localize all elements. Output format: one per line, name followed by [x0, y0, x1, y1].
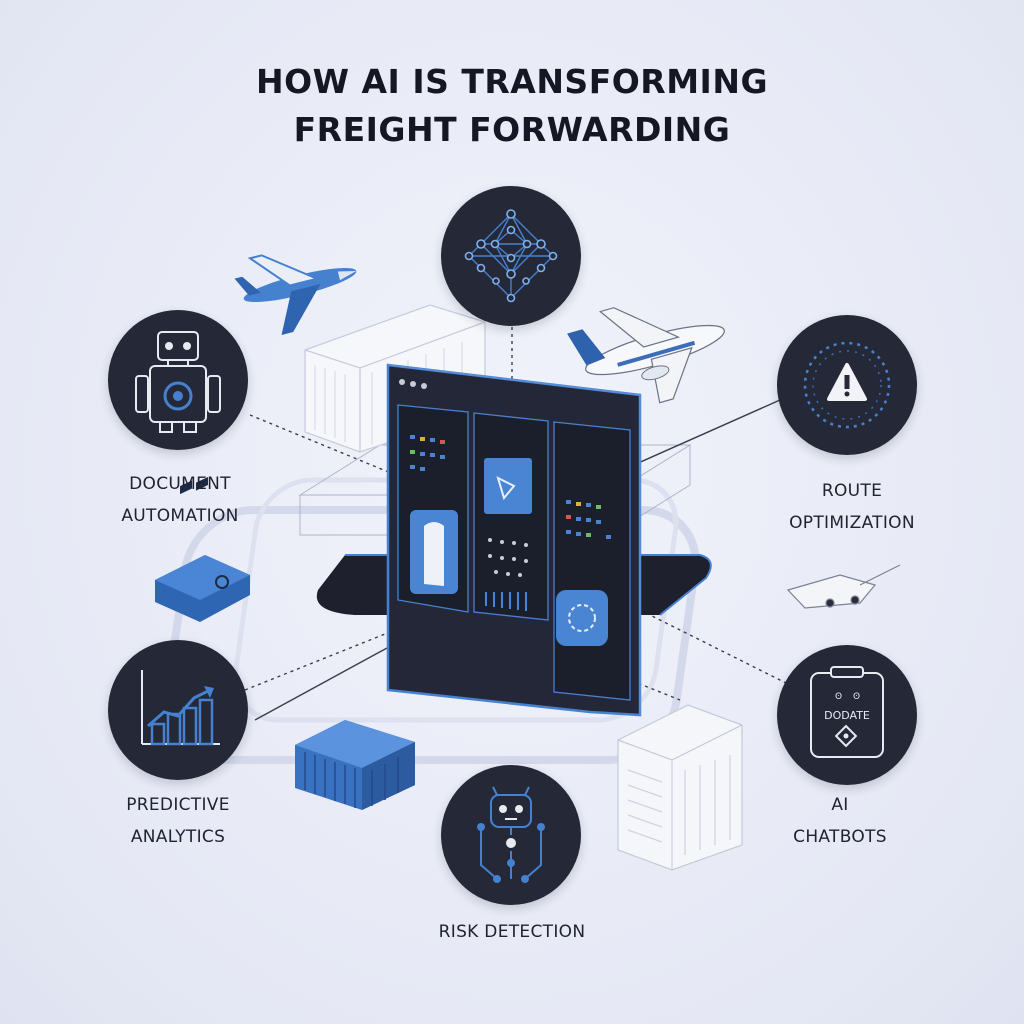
svg-text:ʘ: ʘ: [835, 692, 842, 702]
clipboard-icon: ʘ ʘ DODATE: [810, 666, 884, 758]
document-automation-circle: [108, 310, 248, 450]
ai-chatbots-label-line-2: CHATBOTS: [793, 827, 887, 847]
svg-text:ʘ: ʘ: [853, 692, 860, 702]
route-optimization-label-line-2: OPTIMIZATION: [789, 513, 915, 533]
ai-chatbots-label-line-1: AI: [831, 795, 849, 815]
ai-chatbots-circle: ʘ ʘ DODATE: [777, 645, 917, 785]
risk-detection-label-line-1: RISK DETECTION: [438, 922, 586, 942]
airplane-white: [567, 307, 725, 404]
document-automation-label: DOCUMENT AUTOMATION: [80, 468, 280, 532]
document-automation-label-line-2: AUTOMATION: [121, 506, 239, 526]
page-title: HOW AI IS TRANSFORMING FREIGHT FORWARDIN…: [0, 58, 1024, 154]
shipping-container: [295, 720, 415, 810]
title-line-2: FREIGHT FORWARDING: [293, 110, 731, 149]
ai-chatbots-label: AI CHATBOTS: [740, 789, 940, 853]
neural-network-circle: [441, 186, 581, 326]
route-optimization-circle: [777, 315, 917, 455]
bar-chart-icon: [141, 670, 220, 746]
risk-detection-label: RISK DETECTION: [412, 916, 612, 948]
clipboard-screen-text: DODATE: [824, 709, 870, 722]
gpu-card: [155, 477, 250, 622]
route-optimization-label: ROUTE OPTIMIZATION: [752, 475, 952, 539]
risk-detection-circle: [441, 765, 581, 905]
predictive-analytics-label-line-2: ANALYTICS: [130, 827, 226, 847]
server-building: [617, 704, 743, 871]
title-line-1: HOW AI IS TRANSFORMING: [255, 62, 769, 101]
drone-device: [786, 564, 901, 609]
warning-icon: [803, 341, 891, 429]
predictive-analytics-circle: [108, 640, 248, 780]
airplane-blue: [234, 254, 357, 335]
predictive-analytics-label-line-1: PREDICTIVE: [126, 795, 230, 815]
robot-head-icon: [477, 786, 545, 883]
predictive-analytics-label: PREDICTIVE ANALYTICS: [78, 789, 278, 853]
dashboard-screen: [386, 363, 642, 717]
document-automation-label-line-1: DOCUMENT: [129, 474, 231, 494]
robot-icon: [135, 331, 221, 433]
route-optimization-label-line-1: ROUTE: [821, 481, 883, 501]
neural-network-icon: [464, 209, 558, 303]
